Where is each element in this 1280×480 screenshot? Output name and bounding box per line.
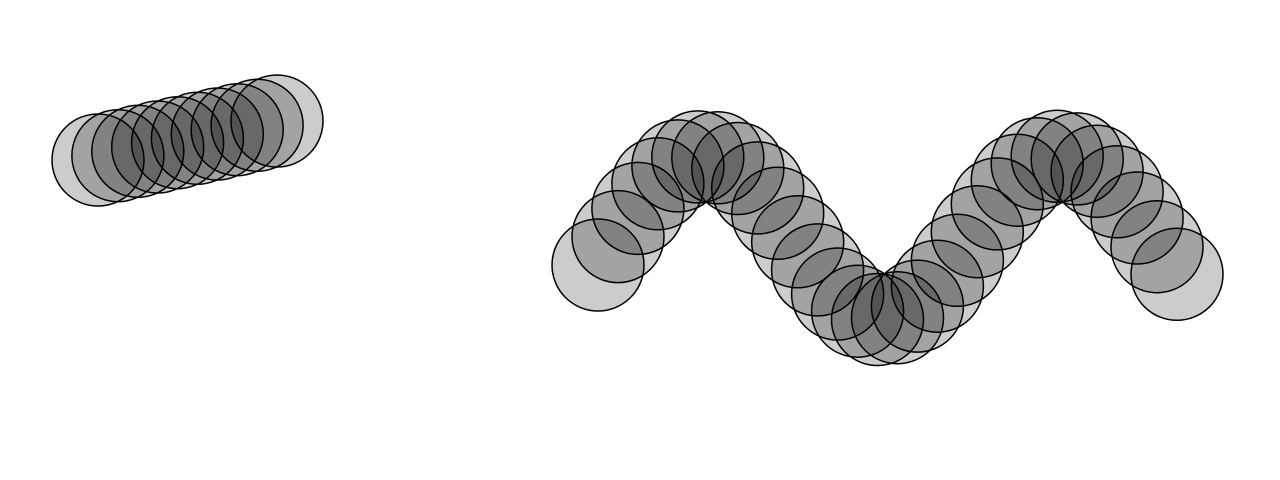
wave-circle xyxy=(611,137,705,231)
wave-circle xyxy=(1030,112,1124,206)
diagonal-circle xyxy=(230,74,324,168)
wave-circle xyxy=(1050,124,1144,219)
wave-circle xyxy=(551,218,645,312)
wave-circle xyxy=(790,247,885,341)
wave-circle xyxy=(930,184,1025,279)
diagonal-circle-group xyxy=(51,74,324,207)
wave-circle xyxy=(710,141,805,235)
wave-circle xyxy=(910,213,1005,308)
wave-circle xyxy=(730,166,825,261)
wave-circle xyxy=(651,110,745,204)
wave-circle xyxy=(950,157,1045,251)
wave-circle xyxy=(1070,145,1164,239)
wave-circle xyxy=(750,195,845,289)
wave-circle xyxy=(1090,171,1184,265)
wave-circle xyxy=(890,239,985,333)
wave-circle-group xyxy=(551,109,1224,367)
wave-circle xyxy=(1110,199,1204,294)
wave-circle xyxy=(571,189,665,284)
wave-circle xyxy=(691,121,785,216)
wave-circle xyxy=(671,111,765,205)
wave-circle xyxy=(830,272,925,367)
wave-circle xyxy=(631,119,725,213)
wave-circle xyxy=(1010,109,1104,204)
wave-circle xyxy=(1130,227,1224,322)
wave-circle xyxy=(850,270,945,365)
